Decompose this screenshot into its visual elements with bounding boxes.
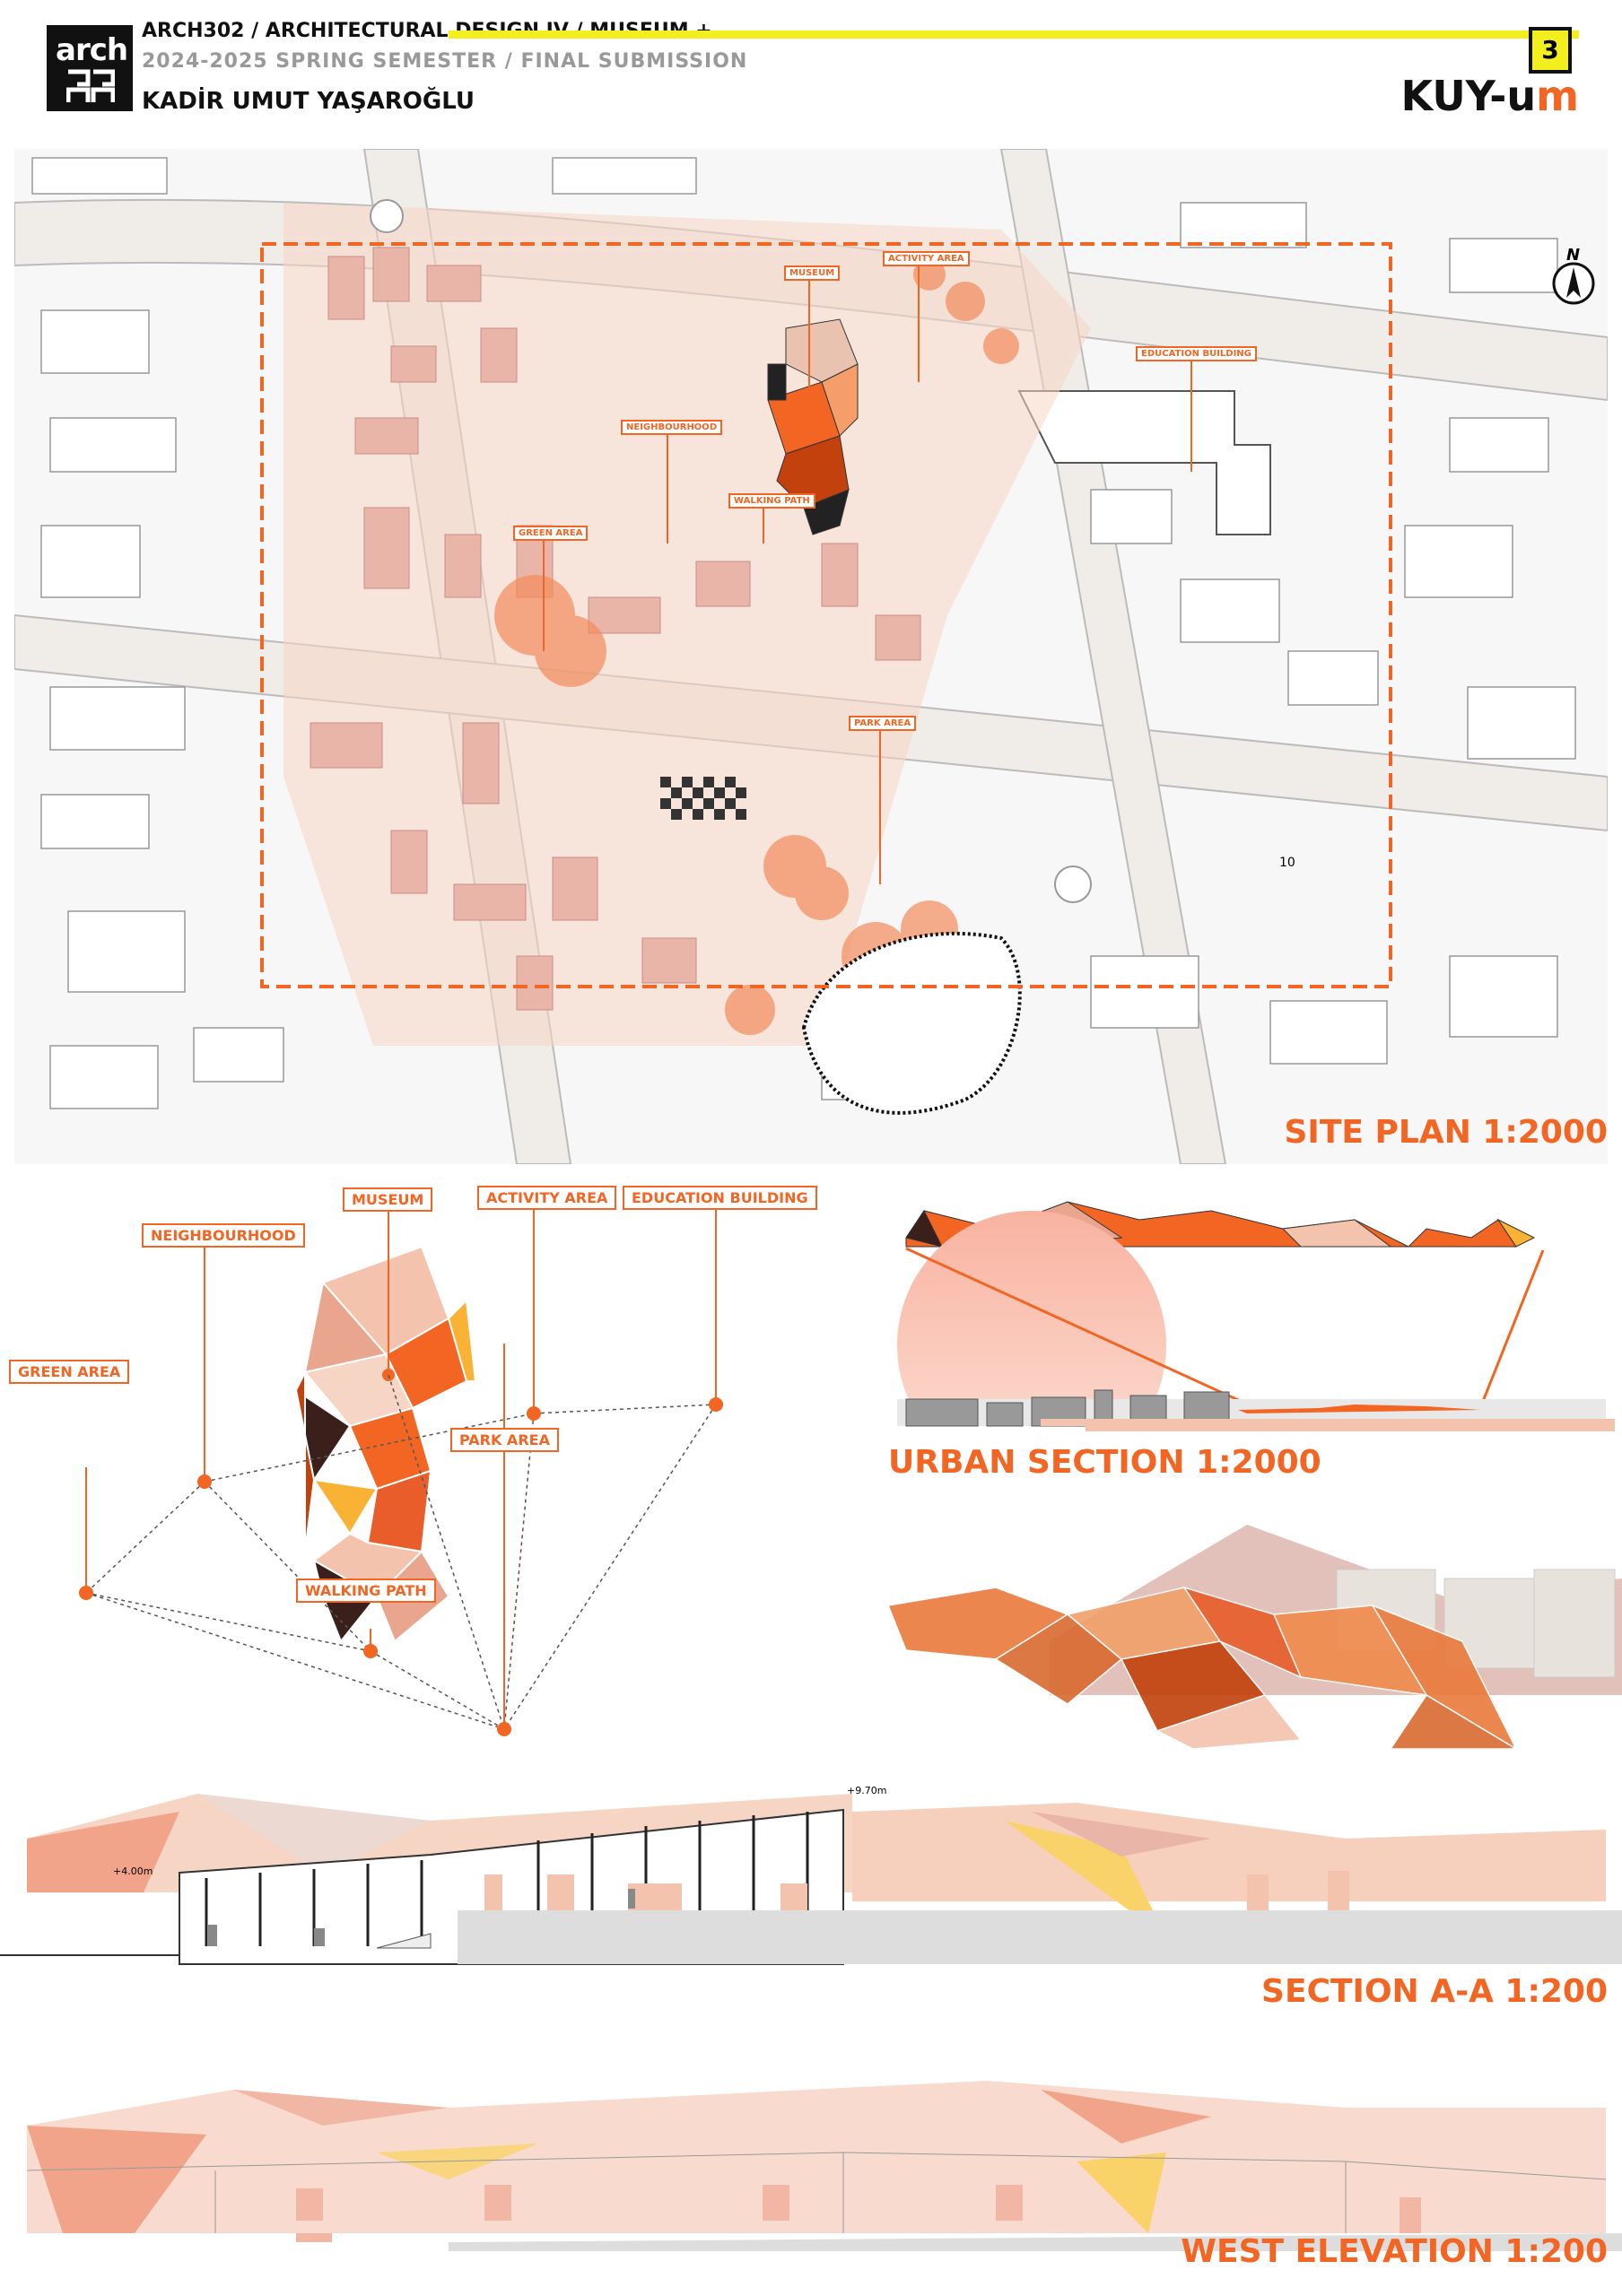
west-elevation-caption: WEST ELEVATION 1:200 <box>1181 2233 1608 2270</box>
aerial-render-drawing <box>886 1525 1622 1751</box>
site-plan-caption: SITE PLAN 1:2000 <box>1284 1114 1609 1151</box>
site-label-green-area: GREEN AREA <box>513 526 589 541</box>
student-name: KADİR UMUT YAŞAROĞLU <box>142 88 475 115</box>
section-level-left: +4.00m <box>113 1866 153 1877</box>
diagram-label-museum: MUSEUM <box>343 1187 433 1212</box>
site-label-education-building: EDUCATION BUILDING <box>1136 346 1257 361</box>
page-number: 3 <box>1529 27 1572 74</box>
urban-section-caption: URBAN SECTION 1:2000 <box>888 1444 1321 1481</box>
diagram-label-green-area: GREEN AREA <box>9 1360 130 1384</box>
north-label: N <box>1566 246 1581 265</box>
diagram-label-walking-path: WALKING PATH <box>296 1578 436 1603</box>
section-level-top: +9.70m <box>847 1785 887 1796</box>
site-label-activity-area: ACTIVITY AREA <box>883 251 970 266</box>
diagram-label-activity-area: ACTIVITY AREA <box>477 1186 617 1210</box>
site-label-museum: MUSEUM <box>784 265 841 281</box>
school-logo: arch <box>47 25 133 111</box>
diagram-label-education-building: EDUCATION BUILDING <box>623 1186 817 1210</box>
diagram-label-park-area: PARK AREA <box>450 1428 559 1452</box>
urban-section-drawing <box>888 1201 1622 1480</box>
site-label-walking-path: WALKING PATH <box>728 493 815 509</box>
site-label-park-area: PARK AREA <box>849 716 917 731</box>
section-aa-drawing <box>0 1794 1622 1965</box>
diagram-label-neighbourhood: NEIGHBOURHOOD <box>142 1223 305 1248</box>
aerial-render <box>886 1516 1622 1758</box>
header-accent-bar <box>449 30 1579 39</box>
project-title-accent: m <box>1536 72 1579 120</box>
section-aa: +9.70m +4.00m SECTION A-A 1:200 <box>0 1785 1622 2027</box>
project-title-main: KUY-u <box>1400 72 1537 120</box>
semester-line: 2024-2025 SPRING SEMESTER / FINAL SUBMIS… <box>142 50 748 73</box>
site-plan-drawing <box>13 148 1609 1165</box>
west-elevation-drawing <box>26 2081 1622 2251</box>
plot-number: 10 <box>1279 856 1295 870</box>
site-plan: N 10 MUSEUM ACTIVITY AREA EDUCATION BUIL… <box>13 148 1609 1165</box>
urban-section: URBAN SECTION 1:2000 <box>888 1184 1622 1507</box>
concept-diagram: MUSEUM ACTIVITY AREA EDUCATION BUILDING … <box>0 1175 852 1767</box>
site-label-neighbourhood: NEIGHBOURHOOD <box>621 420 723 435</box>
project-title: KUY-um <box>1400 72 1579 120</box>
section-aa-caption: SECTION A-A 1:200 <box>1261 1973 1608 2010</box>
west-elevation: WEST ELEVATION 1:200 <box>0 2054 1622 2287</box>
logo-mark-icon <box>66 69 115 102</box>
logo-text: arch <box>56 32 128 68</box>
concept-diagram-drawing <box>79 1207 723 1736</box>
